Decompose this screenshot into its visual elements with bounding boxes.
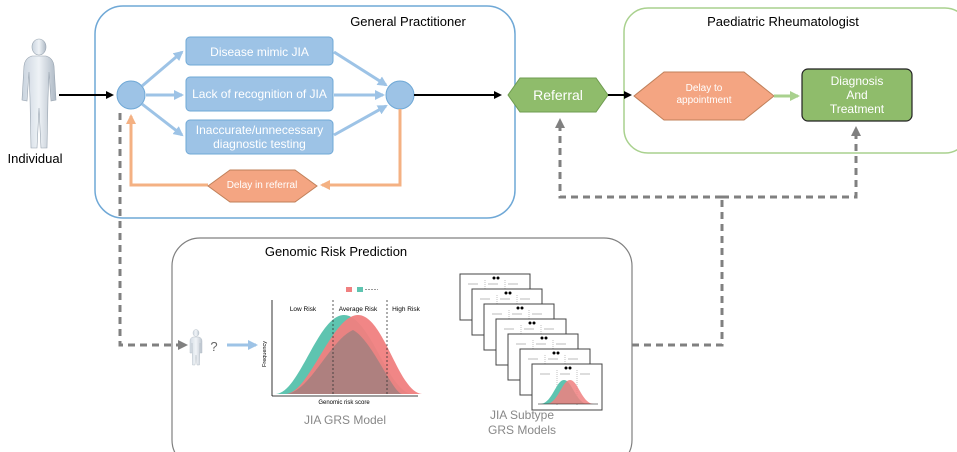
grs-curve-overlap xyxy=(286,330,402,394)
subtype-plot-marker xyxy=(508,291,512,295)
dashed-to-referral xyxy=(555,118,722,199)
subtype-label-line1: JIA Subtype xyxy=(490,408,554,422)
dashed-genomic-to-clinic xyxy=(632,197,724,347)
grs-high-label: High Risk xyxy=(392,306,421,313)
delay-loop-out xyxy=(320,109,402,190)
gp-split-node xyxy=(116,80,146,110)
subtype-curve-red xyxy=(546,380,594,404)
arrow-to-box1 xyxy=(141,50,184,88)
gp-box-lack-recognition xyxy=(185,76,334,112)
individual-label: Individual xyxy=(8,151,63,166)
grs-model-label: JIA GRS Model xyxy=(304,413,386,427)
rheum-delay-text: Delay to appointment xyxy=(676,83,732,106)
gp-box-disease-mimic-text: Disease mimic JIA xyxy=(210,45,309,59)
genomic-title: Genomic Risk Prediction xyxy=(265,244,407,259)
subtype-plot-marker xyxy=(528,321,532,325)
subtype-plot-marker xyxy=(556,351,560,355)
diagnosis-text: Diagnosis And Treatment xyxy=(829,74,885,116)
grs-low-label: Low Risk xyxy=(290,306,317,313)
subtype-plot-marker xyxy=(504,291,508,295)
subtype-plot-stack xyxy=(459,273,603,411)
gp-merge-node xyxy=(385,80,415,110)
gp-box-disease-mimic xyxy=(185,36,334,66)
arrow-to-box3 xyxy=(141,102,184,137)
delay-loop-back xyxy=(126,114,208,187)
gp-box-lack-recognition-text: Lack of recognition of JIA xyxy=(192,87,327,101)
diagnosis-box xyxy=(801,68,913,122)
subtype-plot-card xyxy=(531,363,603,411)
gp-box-inaccurate-testing-text: Inaccurate/unnecessary diagnostic testin… xyxy=(195,123,324,151)
subtype-plot-marker xyxy=(496,276,500,280)
grs-ylabel: Frequency xyxy=(262,341,268,367)
person-icon xyxy=(21,38,57,149)
grs-plot-legend-red xyxy=(346,287,352,292)
gp-box-inaccurate-testing xyxy=(185,119,334,155)
subtype-plot-marker xyxy=(520,306,524,310)
grs-plot: Low Risk Average Risk High Risk Frequenc… xyxy=(262,287,422,406)
referral-text: Referral xyxy=(533,87,583,103)
subtype-plot-marker xyxy=(532,321,536,325)
grs-plot-legend-teal xyxy=(357,287,363,292)
subtype-label-line2: GRS Models xyxy=(488,423,556,437)
gp-delay-text: Delay in referral xyxy=(226,180,298,191)
gp-title: General Practitioner xyxy=(350,14,466,29)
subtype-plot-marker xyxy=(516,306,520,310)
subtype-plot-marker xyxy=(568,366,572,370)
dashed-gp-to-genomic xyxy=(118,113,188,350)
subtype-plot-marker xyxy=(544,336,548,340)
dashed-to-diagnosis xyxy=(722,126,861,199)
subtype-plot-marker xyxy=(552,351,556,355)
arrow-from-box3 xyxy=(333,104,388,137)
subtype-plot-marker xyxy=(564,366,568,370)
grs-xlabel: Genomic risk score xyxy=(318,400,370,406)
grs-average-label: Average Risk xyxy=(339,306,378,313)
arrow-from-box1 xyxy=(333,50,388,87)
rheum-title: Paediatric Rheumatologist xyxy=(707,14,859,29)
unknown-person-icon xyxy=(189,329,203,366)
subtype-plot-marker xyxy=(540,336,544,340)
subtype-plot-marker xyxy=(492,276,496,280)
question-mark: ? xyxy=(210,339,217,354)
gp-delay-diamond xyxy=(207,169,318,203)
